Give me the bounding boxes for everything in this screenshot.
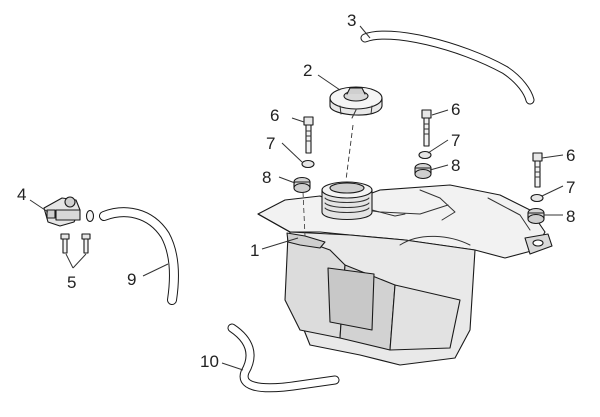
drain-hose-10 <box>227 323 340 393</box>
callout-6a: 6 <box>270 106 279 125</box>
breather-hose-3 <box>360 30 535 105</box>
callout-9: 9 <box>127 270 136 289</box>
callout-8b: 8 <box>451 156 460 175</box>
bolt-set-left <box>293 116 315 194</box>
callout-labels: 3 2 6 7 8 6 7 8 6 7 8 1 4 5 9 10 <box>17 11 575 371</box>
leader-lines <box>29 25 564 371</box>
filler-neck <box>321 181 406 220</box>
fuel-cap <box>329 86 383 119</box>
fuel-tank <box>257 184 553 366</box>
callout-4: 4 <box>17 185 26 204</box>
callout-3: 3 <box>347 11 356 30</box>
callout-8c: 8 <box>566 207 575 226</box>
callout-6c: 6 <box>566 146 575 165</box>
callout-2: 2 <box>303 61 312 80</box>
cap-axis-line <box>345 124 354 181</box>
fuel-tap <box>43 196 95 227</box>
callout-6b: 6 <box>451 100 460 119</box>
callout-8a: 8 <box>262 168 271 187</box>
screws-5 <box>60 233 91 254</box>
callout-7b: 7 <box>451 131 460 150</box>
callout-7c: 7 <box>566 178 575 197</box>
callout-5: 5 <box>67 273 76 292</box>
bolt-set-middle <box>414 109 432 180</box>
callout-10: 10 <box>200 352 219 371</box>
fuel-hose-9 <box>99 207 179 305</box>
callout-1: 1 <box>250 241 259 260</box>
bolt-set-right <box>527 152 545 225</box>
callout-7a: 7 <box>266 134 275 153</box>
